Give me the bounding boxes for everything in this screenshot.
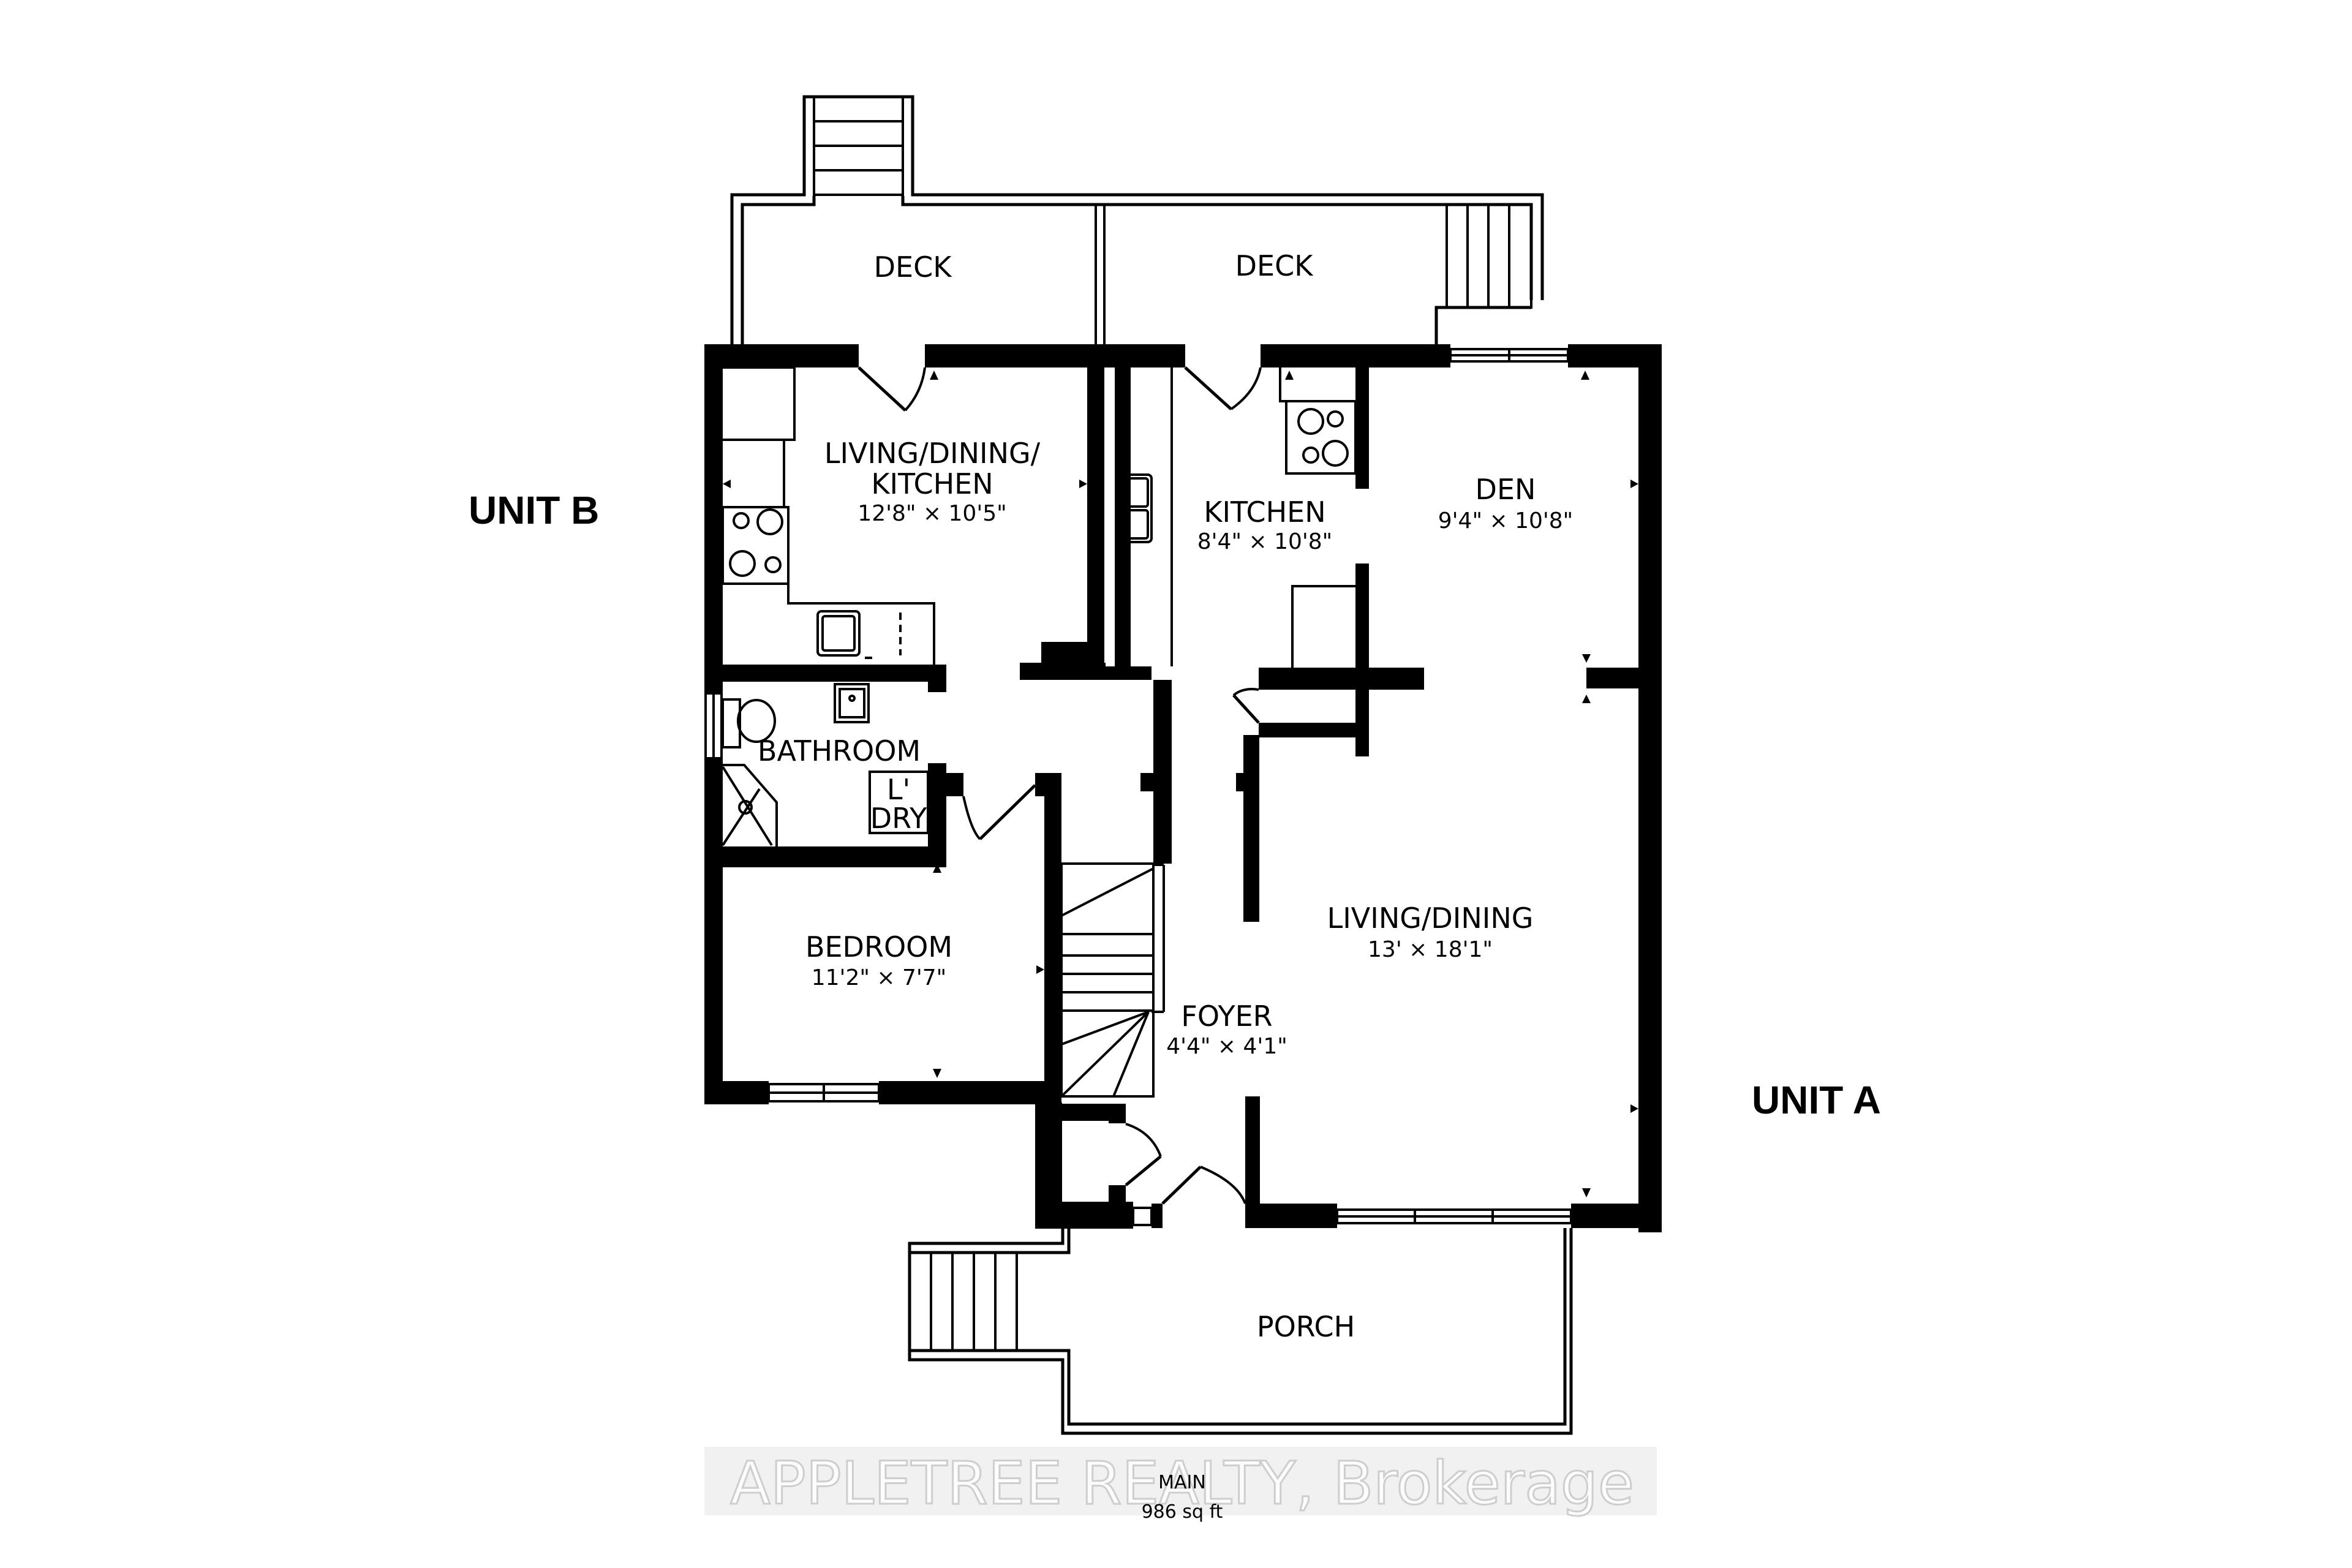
kitchen-label: KITCHEN bbox=[1204, 496, 1325, 529]
laundry-label-line2: DRY bbox=[870, 802, 927, 835]
deck-right-label: DECK bbox=[1235, 249, 1314, 282]
deck-left-label: DECK bbox=[874, 251, 953, 284]
brokerage-watermark: APPLETREE REALTY, Brokerage bbox=[730, 1449, 1634, 1518]
foyer-label: FOYER bbox=[1181, 1000, 1272, 1033]
walls bbox=[704, 344, 1662, 1232]
floor-area: 986 sq ft bbox=[1142, 1501, 1223, 1523]
porch-outline bbox=[908, 1228, 1573, 1435]
bathroom-sink-icon bbox=[834, 683, 870, 723]
den-label: DEN bbox=[1476, 473, 1536, 506]
bedroom-label: BEDROOM bbox=[805, 930, 952, 963]
unit-b-living-label-line1: LIVING/DINING/ bbox=[824, 437, 1041, 470]
unit-a-label: UNIT A bbox=[1752, 1078, 1881, 1122]
bedroom-dims: 11'2" × 7'7" bbox=[812, 965, 946, 990]
unit-b-label: UNIT B bbox=[469, 488, 599, 532]
stove-icon bbox=[722, 506, 790, 585]
door-foyer-interior bbox=[1125, 1123, 1162, 1157]
unit-b-living-label-line2: KITCHEN bbox=[871, 467, 993, 500]
laundry-label-line1: L' bbox=[887, 773, 910, 806]
floor-name: MAIN bbox=[1158, 1472, 1206, 1493]
sink-icon bbox=[816, 610, 861, 657]
unit-a-stove-icon bbox=[1285, 400, 1357, 475]
double-sink-icon bbox=[1120, 473, 1153, 543]
measurement-markers bbox=[723, 371, 1638, 1197]
unit-b-living-dims: 12'8" × 10'5" bbox=[858, 501, 1006, 526]
door-front bbox=[1161, 1166, 1202, 1205]
bathroom-label: BATHROOM bbox=[758, 734, 921, 767]
deck-outline bbox=[730, 95, 1544, 346]
living-dining-label: LIVING/DINING bbox=[1327, 902, 1534, 935]
living-dining-dims: 13' × 18'1" bbox=[1368, 937, 1493, 962]
toilet-icon bbox=[722, 698, 741, 748]
foyer-dims: 4'4" × 4'1" bbox=[1166, 1034, 1287, 1059]
door-unit-b-back bbox=[858, 366, 907, 412]
watermark-backdrop bbox=[704, 1447, 1657, 1515]
den-dims: 9'4" × 10'8" bbox=[1438, 508, 1573, 533]
door-bedroom bbox=[962, 796, 981, 840]
door-closet bbox=[1232, 694, 1260, 724]
porch-label: PORCH bbox=[1257, 1310, 1355, 1343]
staircase-icon bbox=[1060, 862, 1155, 1098]
laundry-dryer-icon bbox=[869, 771, 929, 834]
shower-icon bbox=[723, 764, 778, 846]
fixtures bbox=[722, 366, 1357, 1098]
kitchen-dims: 8'4" × 10'8" bbox=[1197, 529, 1332, 554]
doors bbox=[858, 366, 1262, 1205]
door-unit-a-back bbox=[1184, 366, 1232, 410]
